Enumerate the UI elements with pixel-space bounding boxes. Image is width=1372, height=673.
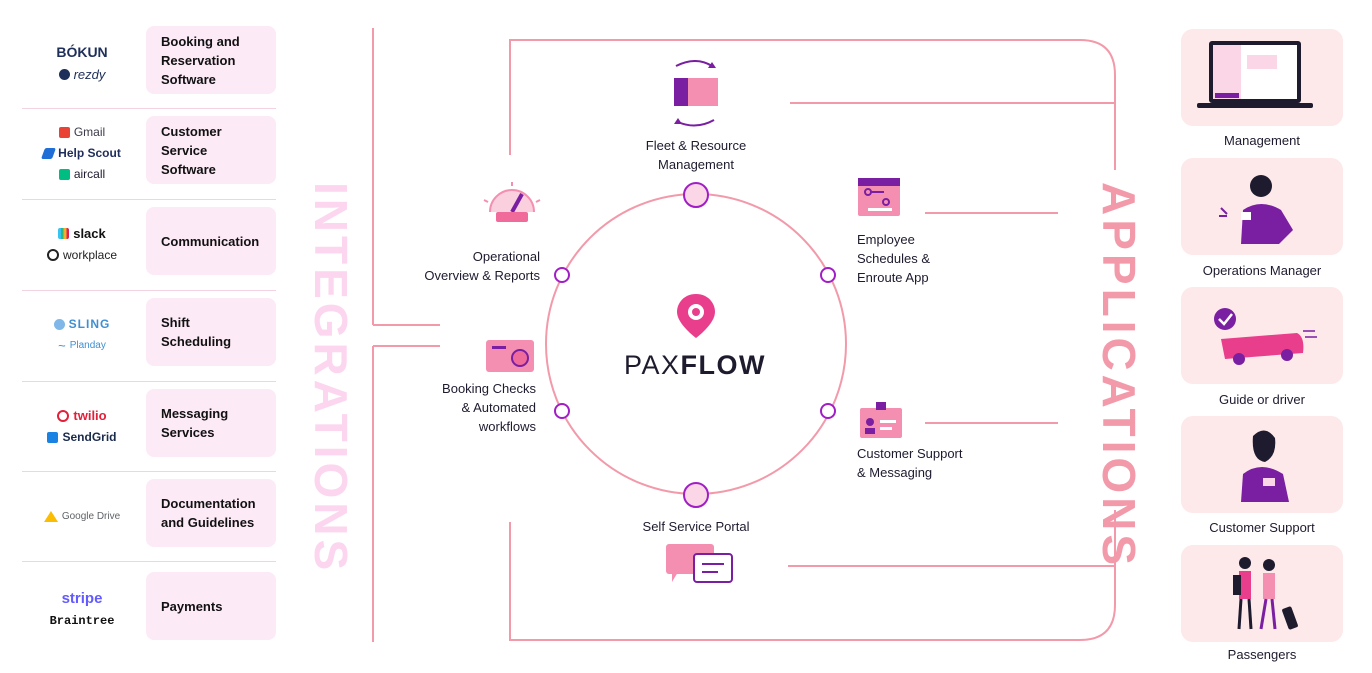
divider bbox=[22, 471, 276, 472]
logo-text: Google Drive bbox=[61, 510, 121, 522]
gmail-logo: Gmail bbox=[58, 125, 106, 139]
feature-fleet: Fleet & Resource Management bbox=[645, 138, 747, 172]
integration-category-label: Payments bbox=[161, 598, 223, 614]
rezdy-logo: rezdy bbox=[58, 67, 106, 82]
integration-category: Payments bbox=[146, 572, 276, 640]
aircall-logo: aircall bbox=[58, 167, 106, 181]
app-label-guide-driver: Guide or driver bbox=[1219, 392, 1305, 407]
van-icon bbox=[1214, 308, 1317, 365]
workplace-logo: workplace bbox=[46, 248, 118, 262]
google-drive-logo: Google Drive bbox=[43, 510, 121, 522]
integration-category: Customer Service Software bbox=[146, 116, 276, 184]
integration-category: Communication bbox=[146, 207, 276, 275]
slack-logo: slack bbox=[58, 226, 106, 241]
applications-heading: APPLICATIONS bbox=[1093, 182, 1145, 570]
braintree-logo: Braintree bbox=[50, 614, 115, 628]
integration-row-booking: BÓKUN rezdy Booking and Reservation Soft… bbox=[22, 18, 276, 108]
integration-logos: Google Drive bbox=[22, 471, 142, 561]
integration-category-label: Booking and Reservation Software bbox=[161, 33, 240, 87]
integration-category: Messaging Services bbox=[146, 389, 276, 457]
stripe-logo: stripe bbox=[62, 590, 103, 607]
divider bbox=[22, 108, 276, 109]
logo-text: slack bbox=[73, 226, 106, 241]
logo-text: workplace bbox=[62, 248, 118, 262]
logo-text: Gmail bbox=[73, 125, 106, 139]
integration-row-customer-service: Gmail Help Scout aircall Customer Servic… bbox=[22, 108, 276, 198]
ticket-icon bbox=[486, 340, 534, 372]
integration-logos: Gmail Help Scout aircall bbox=[22, 108, 142, 198]
calendar-icon bbox=[858, 178, 900, 216]
feature-customer-support: Customer Support & Messaging bbox=[857, 446, 963, 480]
logo-text: twilio bbox=[73, 408, 107, 423]
twilio-logo: twilio bbox=[57, 408, 107, 423]
integration-logos: slack workplace bbox=[22, 199, 142, 289]
app-card-operations-manager bbox=[1181, 158, 1343, 255]
gauge-icon bbox=[483, 182, 541, 222]
sling-logo: SLING bbox=[53, 317, 111, 331]
integration-category: Documentation and Guidelines bbox=[146, 479, 276, 547]
app-label-customer-support: Customer Support bbox=[1209, 520, 1315, 535]
support-agent-icon bbox=[1241, 430, 1289, 502]
bokun-logo: BÓKUN bbox=[56, 44, 107, 60]
divider bbox=[22, 199, 276, 200]
app-label-operations-manager: Operations Manager bbox=[1202, 263, 1322, 278]
integration-row-communication: slack workplace Communication bbox=[22, 199, 276, 289]
app-card-customer-support bbox=[1181, 416, 1343, 513]
integration-category-label: Documentation and Guidelines bbox=[161, 496, 256, 530]
integration-row-documentation: Google Drive Documentation and Guideline… bbox=[22, 471, 276, 561]
feature-operational: Operational Overview & Reports bbox=[424, 249, 540, 283]
id-card-icon bbox=[860, 402, 902, 438]
integration-category-label: Shift Scheduling bbox=[161, 315, 232, 349]
integration-logos: SLING ~Planday bbox=[22, 290, 142, 380]
logo-text: BÓKUN bbox=[56, 44, 108, 60]
brand-bold: FLOW bbox=[680, 350, 766, 380]
divider bbox=[22, 561, 276, 562]
logo-text: Planday bbox=[69, 340, 106, 351]
integration-category: Booking and Reservation Software bbox=[146, 26, 276, 94]
brand-light: PAX bbox=[623, 350, 681, 380]
integration-category-label: Messaging Services bbox=[161, 406, 229, 440]
integration-row-messaging: twilio SendGrid Messaging Services bbox=[22, 381, 276, 471]
integration-row-payments: stripe Braintree Payments bbox=[22, 564, 276, 654]
integration-row-shift: SLING ~Planday Shift Scheduling bbox=[22, 290, 276, 380]
integration-category: Shift Scheduling bbox=[146, 298, 276, 366]
logo-text: aircall bbox=[73, 167, 106, 181]
integration-logos: BÓKUN rezdy bbox=[22, 18, 142, 108]
feature-booking: Booking Checks & Automated workflows bbox=[442, 381, 536, 434]
brand-name: PAXFLOW bbox=[610, 350, 780, 381]
app-card-management bbox=[1181, 29, 1343, 126]
logo-text: SendGrid bbox=[62, 430, 117, 444]
integration-logos: twilio SendGrid bbox=[22, 381, 142, 471]
feature-self-service: Self Service Portal bbox=[642, 519, 750, 534]
fleet-icon bbox=[674, 60, 718, 127]
operations-manager-icon bbox=[1219, 175, 1293, 244]
app-card-passengers bbox=[1181, 545, 1343, 642]
passengers-icon bbox=[1233, 557, 1298, 630]
paxflow-logo-icon bbox=[677, 294, 715, 338]
integrations-heading: INTEGRATIONS bbox=[305, 182, 357, 575]
logo-text: Help Scout bbox=[58, 146, 121, 160]
planday-logo: ~Planday bbox=[58, 338, 106, 353]
logo-text: rezdy bbox=[73, 67, 106, 82]
laptop-icon bbox=[1197, 41, 1313, 108]
logo-text: stripe bbox=[61, 590, 103, 607]
app-card-guide-driver bbox=[1181, 287, 1343, 384]
integration-category-label: Communication bbox=[161, 233, 260, 249]
helpscout-logo: Help Scout bbox=[41, 146, 121, 160]
chat-icon bbox=[666, 544, 733, 583]
app-label-passengers: Passengers bbox=[1227, 647, 1297, 662]
logo-text: SLING bbox=[68, 317, 111, 331]
integration-category-label: Customer Service Software bbox=[161, 123, 222, 177]
sendgrid-logo: SendGrid bbox=[47, 430, 117, 444]
divider bbox=[22, 381, 276, 382]
app-label-management: Management bbox=[1224, 133, 1300, 148]
logo-text: Braintree bbox=[49, 614, 115, 628]
feature-employee: Employee Schedules & Enroute App bbox=[857, 232, 930, 285]
integration-logos: stripe Braintree bbox=[22, 564, 142, 654]
divider bbox=[22, 290, 276, 291]
